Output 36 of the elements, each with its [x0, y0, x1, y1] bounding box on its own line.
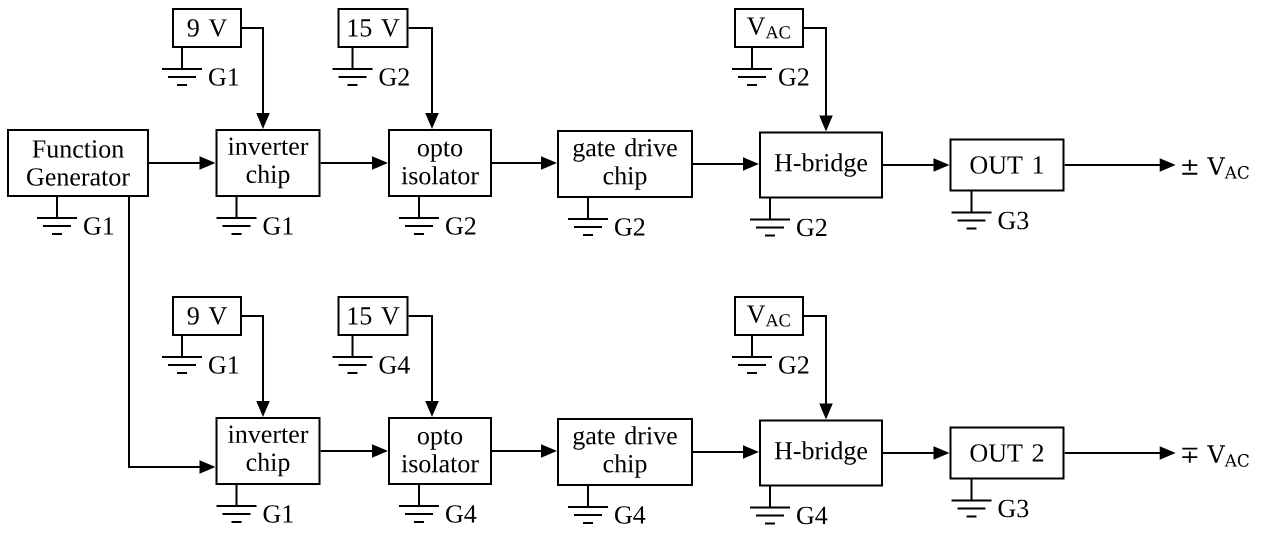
ground-label: G1: [209, 356, 239, 374]
voltage-source-box: 9 V: [172, 8, 242, 48]
ground-label: G1: [263, 505, 293, 523]
voltage-source-box: V$_{AC}$: [734, 296, 804, 336]
ground-label: G1: [84, 217, 114, 235]
block-box: H-bridge: [759, 131, 883, 199]
ground-label: G1: [263, 217, 293, 235]
block-box: opto isolator: [388, 417, 492, 485]
ground-label: G2: [615, 218, 645, 236]
ground-label: G3: [998, 499, 1029, 518]
output-label: ± V$_{AC}$: [1182, 157, 1249, 179]
block-box: gate drive chip: [557, 418, 693, 486]
voltage-source-box: 15 V: [337, 296, 409, 336]
block-box: OUT 2: [949, 426, 1065, 480]
ground-label: G4: [615, 506, 646, 524]
block-box: inverter chip: [215, 417, 321, 485]
block-box: gate drive chip: [557, 130, 693, 198]
block-box: H-bridge: [759, 419, 883, 487]
ground-label: G2: [779, 356, 809, 374]
block-box: opto isolator: [388, 129, 492, 197]
ground-label: G2: [379, 68, 409, 86]
ground-label: G4: [797, 506, 828, 525]
block-box: inverter chip: [215, 129, 321, 197]
block-box: Function Generator: [7, 129, 149, 197]
ground-label: G4: [379, 356, 410, 374]
ground-label: G2: [446, 217, 476, 235]
voltage-source-box: V$_{AC}$: [734, 8, 804, 48]
output-label: ∓ V$_{AC}$: [1182, 445, 1249, 467]
ground-label: G2: [797, 218, 827, 237]
ground-label: G1: [209, 68, 239, 86]
voltage-source-box: 15 V: [337, 8, 409, 48]
ground-label: G3: [998, 211, 1029, 230]
voltage-source-box: 9 V: [172, 296, 242, 336]
ground-label: G4: [446, 505, 477, 523]
ground-label: G2: [779, 68, 809, 86]
block-box: OUT 1: [949, 138, 1065, 192]
